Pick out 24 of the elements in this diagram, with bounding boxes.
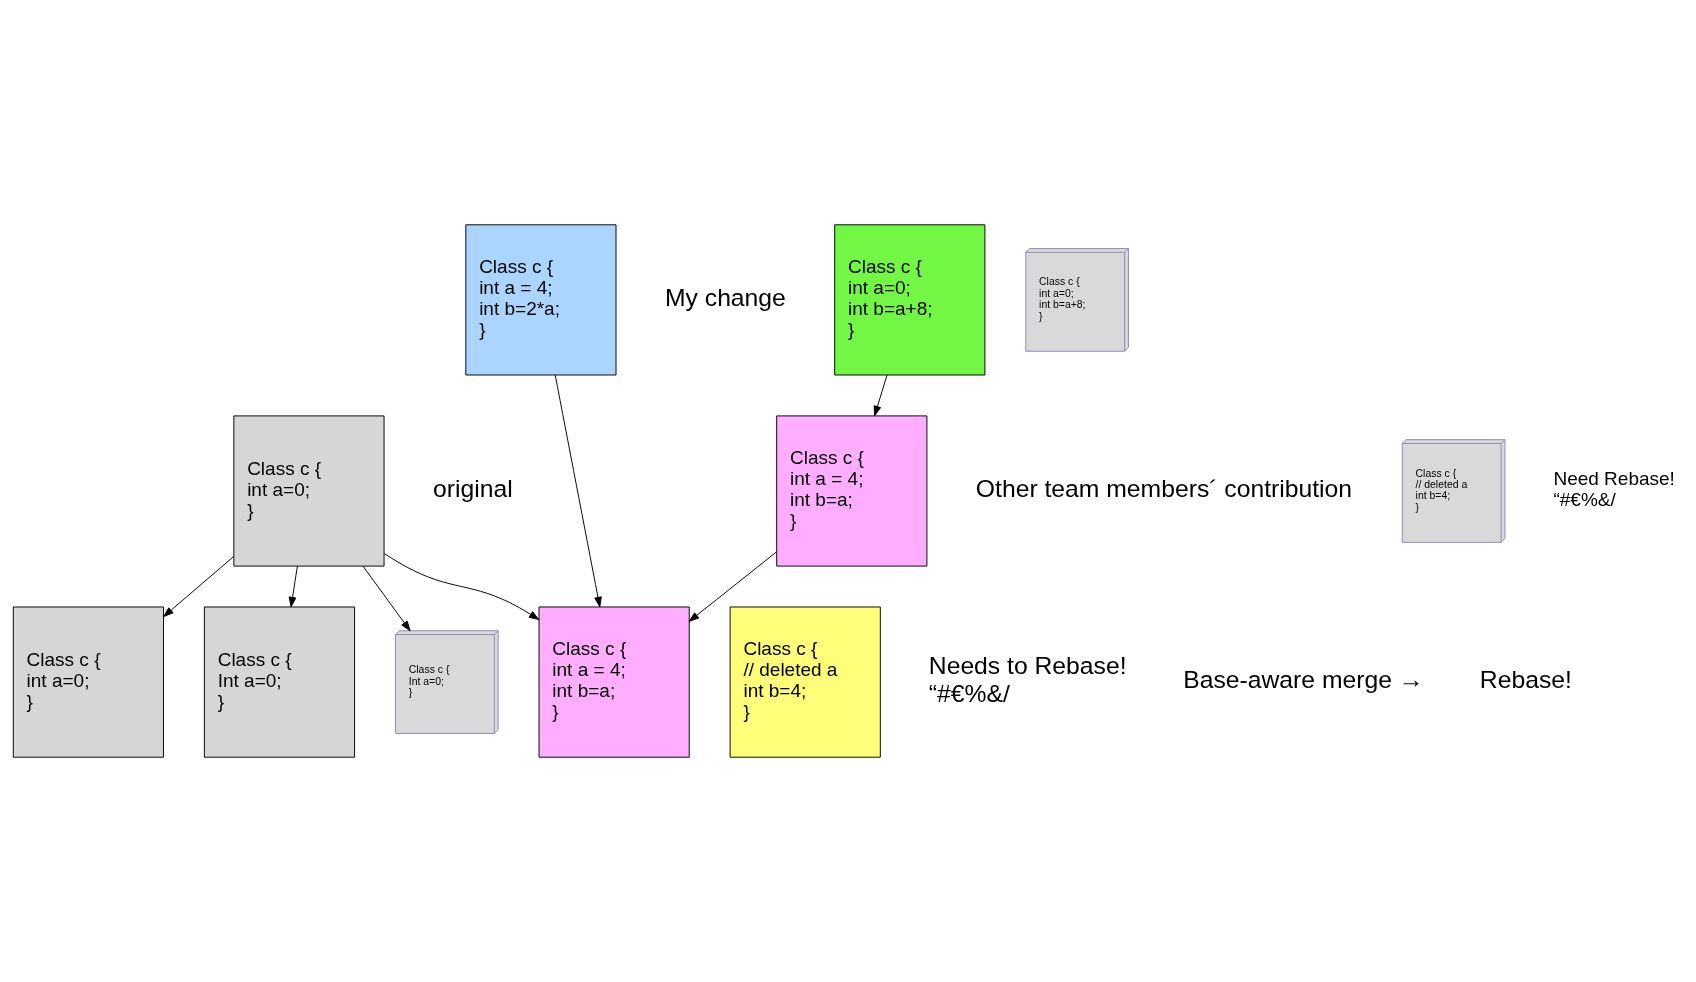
node-label: My change (664, 283, 786, 311)
label: Base-aware merge → (1183, 666, 1424, 694)
node-box: Class c { int a=0; } (233, 415, 385, 567)
arrow (383, 553, 540, 621)
arrow (554, 374, 602, 608)
node-box: Class c { int a = 4; int b=a; } (776, 415, 928, 567)
node-label: original (433, 474, 513, 502)
label: Rebase! (1479, 666, 1572, 694)
arrow (873, 374, 888, 417)
node-box: Class c { Int a=0; } (203, 606, 356, 758)
node-box: Class c { int a=0; } (12, 606, 164, 758)
node-box: Class c { int a=0; int b=a+8; } (834, 224, 986, 376)
node-label: “#€%&/ (928, 679, 1010, 707)
arrow (163, 556, 235, 617)
node-label: “#€%&/ (1553, 489, 1616, 511)
arrow (288, 565, 298, 608)
node-label: Needs to Rebase! (928, 652, 1127, 680)
node-box: Class c { int a = 4; int b=2*a; } (465, 224, 617, 376)
node-box: Class c { int a = 4; int b=a; } (538, 606, 690, 758)
node-label: Other team members´ contribution (975, 474, 1353, 502)
node-box: Class c { // deleted a int b=4; } (729, 606, 881, 758)
arrow (362, 565, 411, 632)
node-label: Need Rebase! (1553, 468, 1675, 490)
arrow (688, 551, 778, 622)
